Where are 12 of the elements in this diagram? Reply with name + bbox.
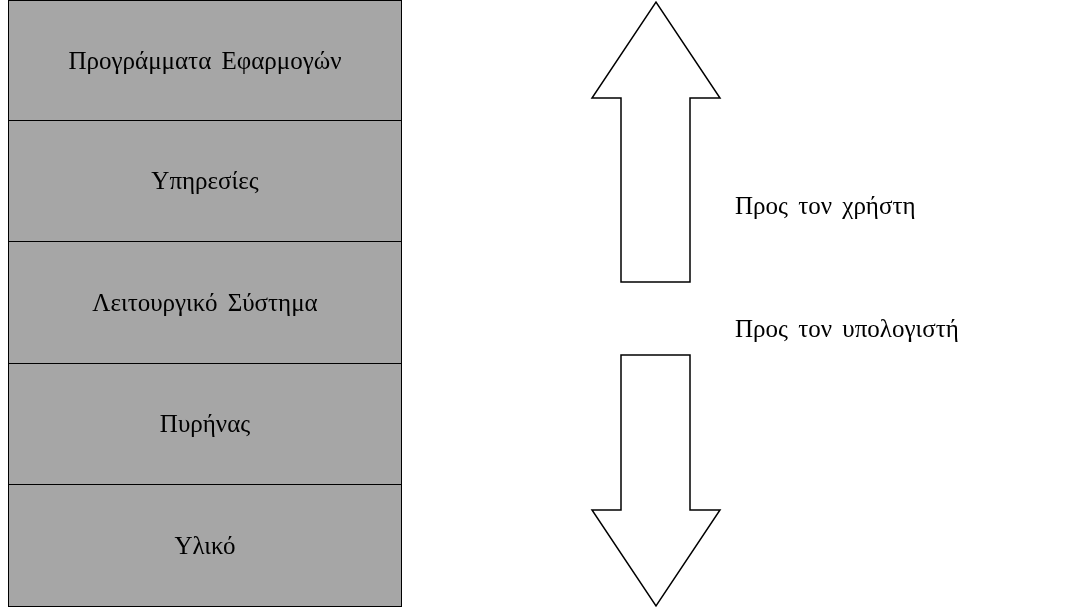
direction-label: Προς τον υπολογιστή bbox=[735, 315, 959, 343]
direction-label: Προς τον χρήστη bbox=[735, 192, 916, 220]
layer-label: Προγράμματα Εφαρμογών bbox=[68, 46, 342, 75]
layer-box bbox=[8, 362, 402, 486]
layer-box bbox=[8, 241, 402, 365]
layer-box bbox=[8, 0, 402, 122]
layer-box bbox=[8, 484, 402, 607]
layer-label: Υπηρεσίες bbox=[151, 167, 259, 196]
layer-box bbox=[8, 119, 402, 243]
layer-label: Λειτουργικό Σύστημα bbox=[92, 288, 318, 317]
layer-label: Πυρήνας bbox=[159, 410, 251, 439]
layer-label: Υλικό bbox=[174, 531, 236, 560]
